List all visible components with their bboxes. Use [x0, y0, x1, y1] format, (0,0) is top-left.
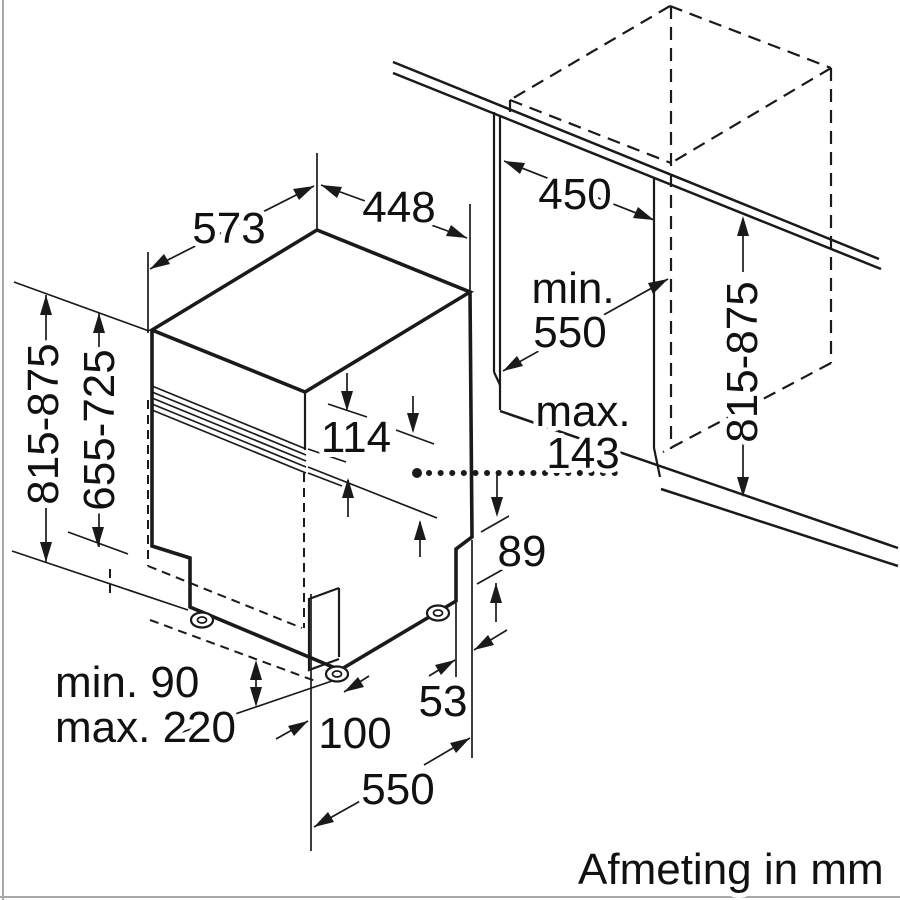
dim-control-panel-114: 114: [316, 373, 435, 557]
dim-front-edge-53: 53: [414, 540, 508, 758]
dim-plinth-height: min. 90 max. 220: [50, 653, 262, 757]
dim-label-max-220: max. 220: [55, 703, 236, 752]
foot-front: [324, 665, 350, 683]
adjustable-feet: [189, 604, 451, 683]
dim-foot-inset-100: 100: [275, 594, 397, 851]
dim-label-89: 89: [498, 527, 547, 576]
kick-panel: [307, 586, 341, 672]
dim-label-655-725: 655-725: [75, 349, 124, 510]
dim-label-815-875-left: 815-875: [19, 343, 68, 504]
dim-depth-573: 573: [13, 153, 318, 333]
countertop: [392, 60, 882, 271]
dim-label-min-550: 550: [533, 308, 606, 357]
foot-right: [425, 604, 451, 622]
dim-label-100: 100: [318, 709, 391, 758]
dim-label-573: 573: [192, 204, 265, 253]
dim-label-450: 450: [538, 170, 611, 219]
dim-width-448: 448: [320, 178, 471, 292]
dim-label-143: 143: [546, 429, 619, 478]
niche-side-panel: [492, 112, 662, 478]
dim-depth-bottom-550: 550: [313, 737, 471, 828]
dim-niche-depth-min-550: min. 550: [502, 259, 669, 372]
dim-niche-width-450: 450: [503, 160, 655, 224]
floor-lines-right: [499, 409, 899, 568]
dim-label-max: max.: [535, 387, 630, 436]
appliance: [11, 227, 475, 740]
dim-label-min: min.: [531, 264, 614, 313]
units-caption: Afmeting in mm: [578, 845, 884, 894]
control-panel-band: [151, 385, 438, 519]
foot-left: [189, 611, 215, 629]
dim-niche-height: 815-875: [713, 216, 772, 497]
dim-door-height: 655-725: [70, 313, 129, 547]
dim-label-min-90: min. 90: [55, 658, 199, 707]
dim-door-overlap-143: max. 143: [412, 382, 636, 483]
dim-base-gap-89: 89: [476, 475, 551, 622]
dim-label-448: 448: [362, 183, 435, 232]
niche-cabinet-dashed-box: [508, 4, 833, 453]
dim-appliance-height: 815-875: [14, 295, 73, 562]
dim-label-550-bottom: 550: [361, 765, 434, 814]
dim-label-53: 53: [419, 677, 468, 726]
dim-label-815-875-right: 815-875: [718, 281, 767, 442]
dim-label-114: 114: [321, 413, 391, 462]
appliance-hidden-edges: [109, 400, 319, 683]
